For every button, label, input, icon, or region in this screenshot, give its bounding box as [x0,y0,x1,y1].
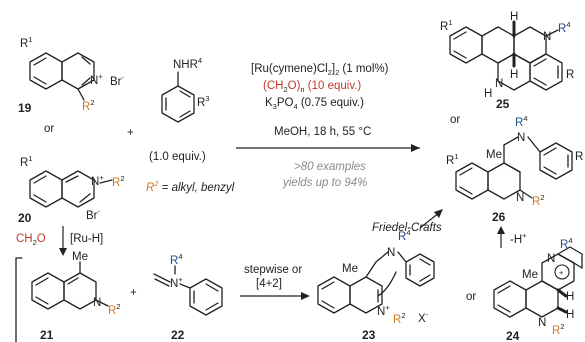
compound-20-structure: R1 N+ R2 Br- [20,154,124,222]
methyl-label: Me [72,251,88,263]
n-plus-label: N+ [90,72,103,87]
r2-definition: R2 = alkyl, benzyl [146,179,235,194]
bromide-label: Br- [110,73,125,88]
reduction-arrow-head [59,248,67,256]
r2-label: R2 [82,98,94,113]
h-label: H [510,11,518,23]
plus-charge-circle [554,264,570,280]
n-label: N [93,297,101,309]
r2-label: R2 [112,174,124,189]
friedel-crafts-arrow-head [434,209,443,218]
compound-22-structure: N+ R4 [153,252,223,316]
compound-22-label: 22 [171,328,185,342]
r-label: R [566,69,574,81]
h-label: H [510,69,518,81]
n-plus-label: N+ [170,275,183,290]
n-label: N [538,317,546,329]
r4-label: R4 [558,20,570,35]
r4-label: R4 [170,252,182,267]
amine-equiv-label: (1.0 equiv.) [149,151,206,163]
methyl-label: Me [342,263,358,275]
n-label: N [516,192,524,204]
r2-label: R2 [532,193,544,208]
compound-19-structure: R1 N+ Br- R2 [20,35,125,113]
plus-charge-symbol: + [559,268,564,277]
r2-label: R2 [393,311,405,326]
compound-26-structure: R1 Me N R4 N R2 R [446,114,583,208]
compound-23-label: 23 [362,328,376,342]
n-label: N [547,253,555,265]
r1-label: R1 [440,18,452,33]
r4-label: R4 [560,236,572,251]
r3-label: R3 [197,94,209,109]
condition-solvent: MeOH, 18 h, 55 °C [274,126,371,138]
r2-label: R2 [552,322,564,337]
n-label: N [517,132,525,144]
condition-base: K3PO4 (0.75 equiv.) [265,97,364,111]
scope-yields: yields up to 94% [282,177,367,189]
curved-arrow [377,271,397,297]
h-label: H [484,88,492,100]
amine-structure: NHR4 R3 [161,56,209,123]
compound-20-label: 20 [18,211,32,225]
deprotonation-arrow-head [497,226,505,234]
n-label: N [543,31,551,43]
r1-label: R1 [446,152,458,167]
compound-25-label: 25 [496,97,510,111]
or-label-3: or [466,291,476,303]
n-plus-label: N+ [377,303,390,318]
plus-sign-2: + [130,287,137,299]
nhr4-label: NHR4 [173,56,202,71]
r1-label: R1 [20,35,32,50]
compound-24-label: 24 [506,329,520,342]
methyl-label: Me [522,269,538,281]
friedel-crafts-label: Friedel-Crafts [372,222,442,234]
formaldehyde-label: CH2O [16,233,46,247]
ru-hydride-label: [Ru-H] [70,233,103,245]
plus-sign-1: + [127,127,134,139]
r4-label: R4 [398,228,410,243]
condition-catalyst: [Ru(cymene)Cl2]2 (1 mol%) [251,63,389,77]
scope-examples: >80 examples [294,161,366,173]
compound-21-structure: Me N R2 [31,251,120,317]
r4-label: R4 [515,114,527,129]
r1-label: R1 [20,154,32,169]
compound-23-structure: Me N R4 N+ R2 X- [317,228,435,326]
cycloaddition-label: [4+2] [256,278,282,290]
stepwise-arrow-head [301,292,310,300]
compound-24-structure: + Me N R4 H H N R2 [493,236,583,337]
n-plus-label: N+ [91,173,104,188]
compound-19-label: 19 [18,101,32,115]
mechanism-bracket [15,257,23,342]
n-label: N [387,247,395,259]
condition-formaldehyde: (CH2O)n (10 equiv.) [263,80,361,94]
h-label: H [566,291,574,303]
counterion-label: X- [418,310,429,325]
stepwise-label: stepwise or [244,264,302,276]
bromide-label: Br- [86,207,101,222]
or-label-1: or [44,123,54,135]
r2-label: R2 [108,302,120,317]
compound-26-label: 26 [492,210,506,224]
main-arrow-head [411,144,420,152]
n-label: N [495,78,503,90]
deprotonation-label: -H+ [510,231,527,246]
compound-25-structure: R1 H H N R4 N H R [440,11,574,100]
r-label: R [575,151,583,163]
h-label: H [566,309,574,321]
compound-21-label: 21 [40,328,54,342]
methyl-label: Me [486,149,502,161]
or-label-2: or [450,114,460,126]
